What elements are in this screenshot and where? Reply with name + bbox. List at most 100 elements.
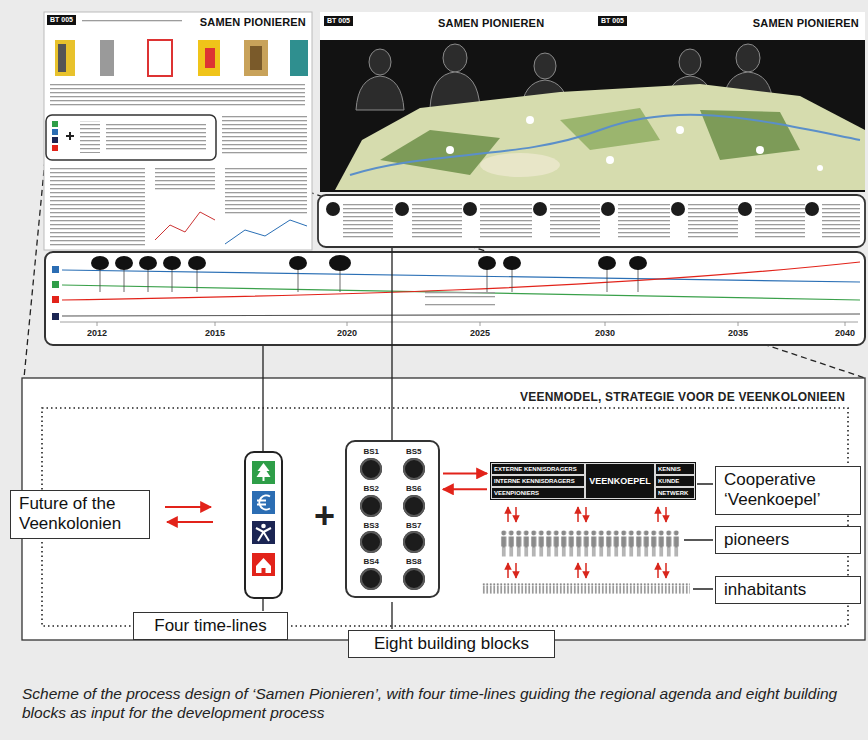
poster-heading: SAMEN PIONIEREN bbox=[753, 17, 859, 29]
milestone-marker bbox=[163, 256, 181, 270]
building-block-icon bbox=[403, 458, 425, 480]
building-block-icon bbox=[403, 531, 425, 553]
box-label: Future of the Veenkolonien bbox=[19, 494, 141, 535]
map-patch bbox=[700, 110, 800, 160]
building-block-cell: BS5 bbox=[398, 448, 431, 480]
year-label: 2015 bbox=[205, 328, 225, 338]
euro-symbol bbox=[257, 495, 270, 509]
building-block-cell: BS1 bbox=[355, 448, 388, 480]
silhouette bbox=[369, 49, 391, 75]
building-block-icon bbox=[360, 568, 382, 590]
map-marker bbox=[526, 116, 534, 124]
pictogram bbox=[52, 137, 58, 143]
future-box: Future of the Veenkolonien bbox=[10, 490, 150, 539]
mini-chart bbox=[225, 220, 307, 244]
text-hatch bbox=[80, 121, 100, 153]
pictogram bbox=[52, 129, 58, 135]
text-hatch bbox=[222, 116, 307, 156]
cooperative-cell: NETWERK bbox=[655, 487, 695, 499]
red-arrow bbox=[165, 506, 211, 508]
map-marker bbox=[676, 126, 684, 134]
building-block-cell: BS4 bbox=[355, 558, 388, 590]
text-hatch bbox=[618, 202, 670, 240]
exchange-arrow bbox=[515, 507, 517, 522]
zoom-guide bbox=[24, 160, 45, 378]
poster-header bbox=[320, 12, 865, 40]
cooperative-cell: VEENPIONIERS bbox=[491, 487, 585, 499]
building-block-icon bbox=[360, 531, 382, 553]
frame-heading: VEENMODEL, STRATEGIE VOOR DE VEENKOLONIE… bbox=[520, 390, 845, 404]
timeline-icon bbox=[52, 296, 59, 303]
year-label: 2012 bbox=[87, 328, 107, 338]
plus-symbol bbox=[66, 132, 74, 140]
block-code: BS5 bbox=[406, 448, 422, 457]
text-hatch bbox=[755, 202, 805, 240]
text-hatch bbox=[425, 302, 495, 308]
milestone-marker bbox=[629, 256, 647, 270]
exchange-arrow bbox=[665, 507, 667, 522]
pictogram bbox=[148, 40, 172, 76]
cooperative-cell: EXTERNE KENNISDRAGERS bbox=[491, 463, 585, 475]
building-block-icon bbox=[360, 495, 382, 517]
person-symbol bbox=[261, 524, 266, 529]
cooperative-cell: INTERNE KENNISDRAGERS bbox=[491, 475, 585, 487]
milestone-stalk bbox=[100, 268, 638, 292]
building-block-icon bbox=[326, 202, 340, 216]
silhouette bbox=[534, 53, 556, 79]
milestone-marker bbox=[91, 256, 109, 270]
timeline-panel: 2012201520202025203020352040 bbox=[45, 252, 865, 345]
exchange-arrow bbox=[657, 507, 659, 522]
block-code: BS4 bbox=[363, 558, 379, 567]
text-hatch bbox=[412, 202, 462, 240]
veenkoepel-block: EXTERNE KENNISDRAGERSINTERNE KENNISDRAGE… bbox=[490, 462, 696, 500]
timeline-icon bbox=[52, 266, 59, 273]
milestone-marker bbox=[115, 256, 133, 270]
model-map bbox=[335, 84, 865, 190]
text-hatch bbox=[343, 202, 393, 240]
map-patch bbox=[480, 153, 560, 177]
milestone-marker bbox=[503, 256, 521, 270]
timeline-icon bbox=[52, 281, 59, 288]
building-block-icon bbox=[533, 202, 547, 216]
plus-sign: + bbox=[314, 498, 335, 534]
callout-box: Four time-lines bbox=[133, 612, 288, 640]
building-block-icon bbox=[403, 495, 425, 517]
building-block-cell: BS3 bbox=[355, 522, 388, 554]
callout-label: pioneers bbox=[724, 530, 852, 550]
inhabitant-figures bbox=[482, 583, 690, 594]
map-marker bbox=[756, 146, 764, 154]
year-label: 2035 bbox=[728, 328, 748, 338]
building-block-cell: BS6 bbox=[398, 485, 431, 517]
exchange-arrow bbox=[577, 507, 579, 522]
timeline-track bbox=[62, 262, 860, 300]
block-code: BS8 bbox=[406, 558, 422, 567]
map-patch bbox=[560, 108, 660, 150]
economy-icon bbox=[252, 491, 275, 514]
exchange-arrow bbox=[665, 563, 667, 578]
building-block-icon bbox=[360, 458, 382, 480]
callout-box: inhabitants bbox=[715, 576, 861, 604]
building-block-icon bbox=[738, 202, 752, 216]
silhouette bbox=[679, 49, 701, 75]
scheme-frame: VEENMODEL, STRATEGIE VOOR DE VEENKOLONIE… bbox=[22, 378, 865, 640]
text-hatch bbox=[425, 292, 495, 298]
milestone-marker bbox=[139, 256, 157, 270]
pictogram bbox=[290, 40, 308, 76]
silhouette bbox=[443, 44, 467, 72]
timeline-track bbox=[62, 270, 860, 282]
exchange-arrow bbox=[585, 507, 587, 522]
figure-caption: Scheme of the process design of ‘Samen P… bbox=[22, 684, 854, 723]
poster-heading: BT 005 bbox=[324, 16, 353, 26]
pictogram bbox=[58, 44, 66, 72]
timeline-panel bbox=[45, 252, 865, 345]
silhouette bbox=[736, 44, 760, 72]
cooperative-cell: KUNDE bbox=[655, 475, 695, 487]
building-block-icon bbox=[403, 568, 425, 590]
block-code: BS3 bbox=[363, 522, 379, 531]
pioneer-figures bbox=[500, 530, 680, 557]
exchange-arrow bbox=[657, 563, 659, 578]
silhouette bbox=[356, 76, 404, 110]
building-block-strip bbox=[318, 195, 865, 247]
year-label: 2030 bbox=[595, 328, 615, 338]
